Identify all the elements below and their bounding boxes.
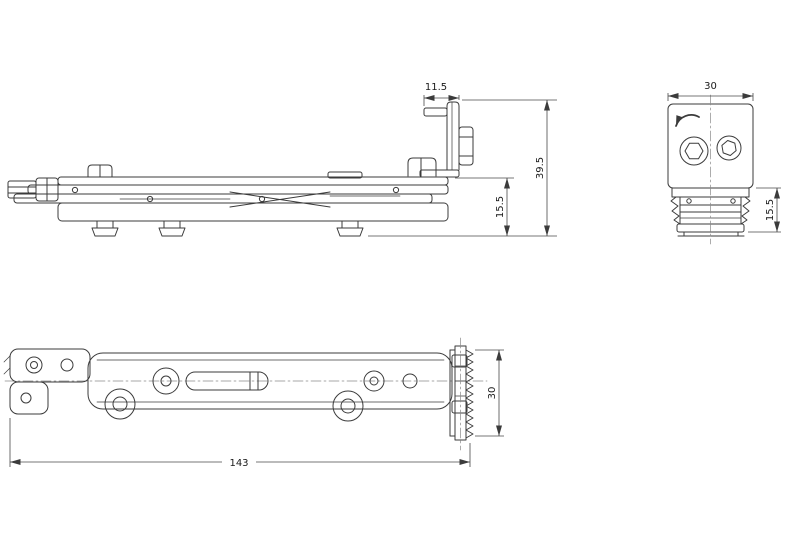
plan-view-dimension-lines	[9, 349, 504, 467]
end-view	[667, 94, 754, 245]
plan-view	[3, 337, 488, 451]
dim-label-channel-height: 30	[487, 387, 498, 400]
side-elevation-view	[7, 101, 474, 237]
side-view-dimension-lines	[368, 95, 557, 237]
dim-label-bracket-offset: 11.5	[425, 82, 447, 93]
dim-label-overall-height: 39.5	[535, 157, 546, 179]
dim-label-stack-height: 15.5	[495, 196, 506, 218]
end-view-dimension-lines	[667, 93, 781, 233]
dim-label-overall-length: 143	[229, 458, 248, 469]
dim-label-clamp-height: 15.5	[765, 199, 776, 221]
dim-label-end-width: 30	[704, 81, 717, 92]
